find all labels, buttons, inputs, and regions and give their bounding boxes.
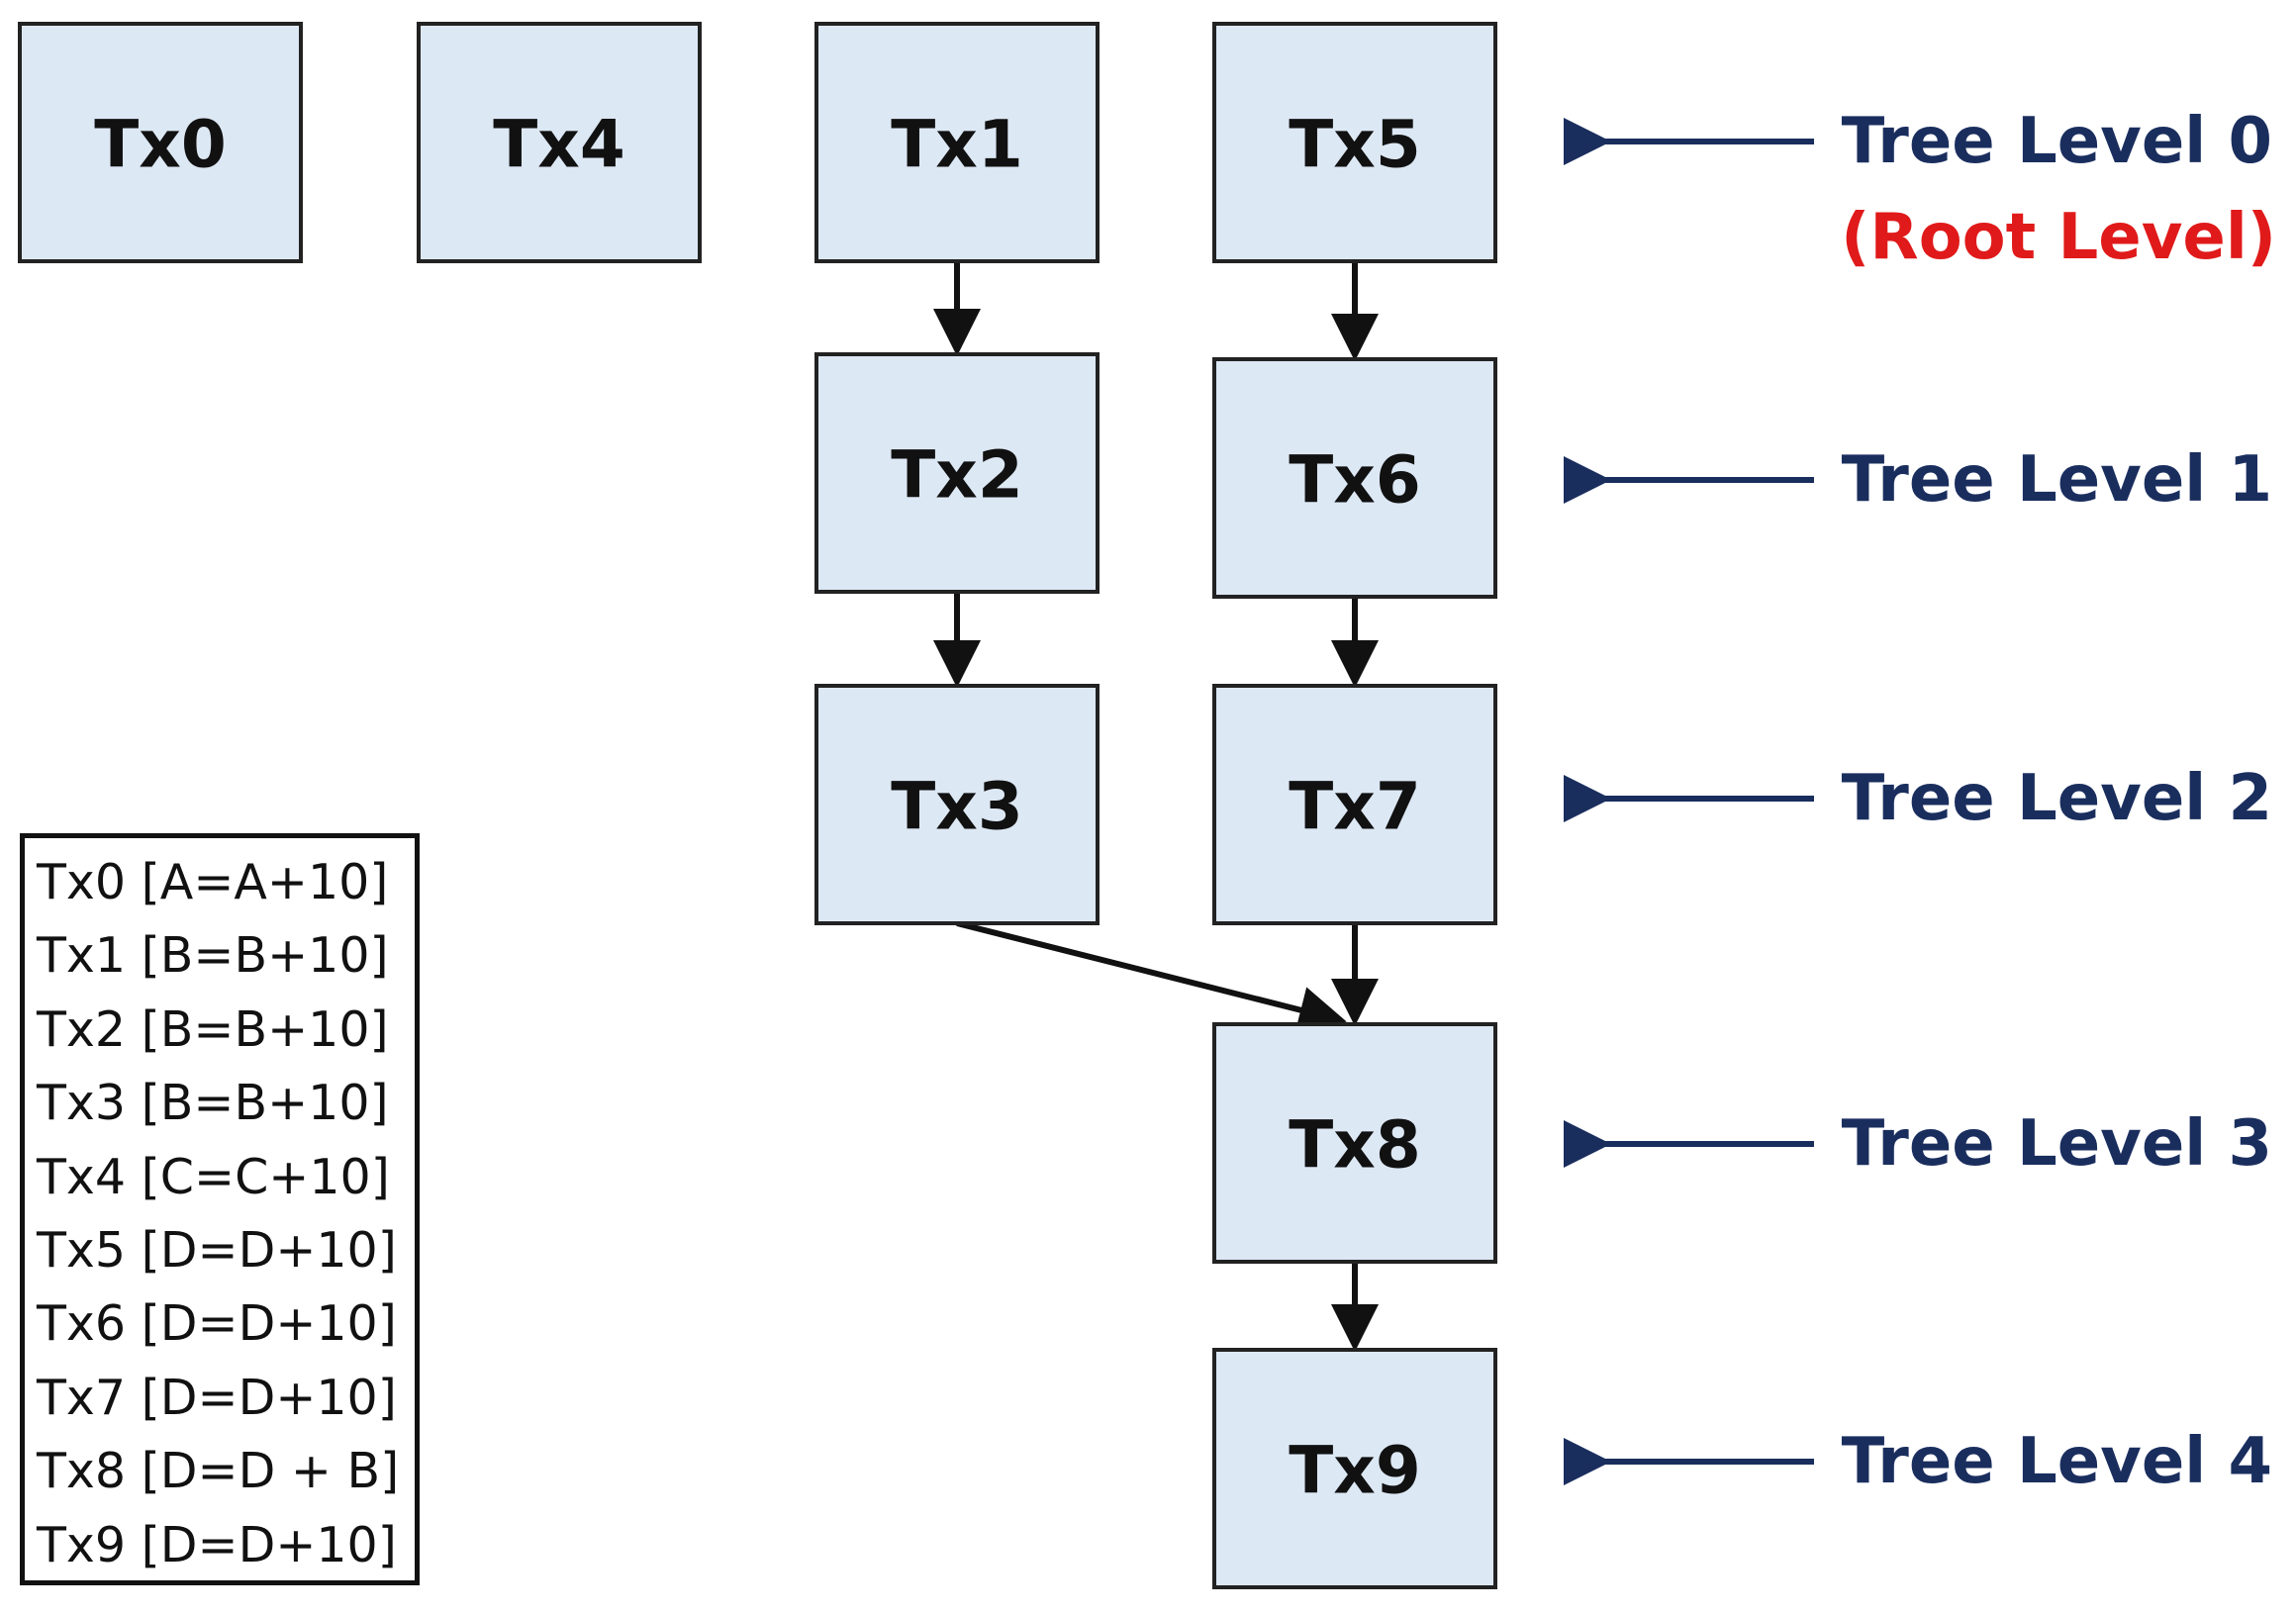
node-tx0: Tx0 — [18, 22, 303, 263]
legend-row: Tx9 [D=D+10] — [37, 1516, 397, 1573]
node-box — [1212, 1022, 1497, 1264]
node-label: Tx1 — [891, 107, 1023, 183]
node-tx2: Tx2 — [814, 352, 1100, 594]
legend-row: Tx1 [B=B+10] — [37, 927, 389, 985]
node-tx3: Tx3 — [814, 684, 1100, 925]
legend-row: Tx4 [C=C+10] — [37, 1148, 390, 1205]
node-box — [417, 22, 702, 263]
node-label: Tx3 — [891, 769, 1023, 845]
node-label: Tx0 — [94, 107, 227, 183]
node-label: Tx2 — [891, 437, 1023, 514]
node-tx4: Tx4 — [417, 22, 702, 263]
node-label: Tx4 — [493, 107, 625, 183]
node-tx1: Tx1 — [814, 22, 1100, 263]
transaction-legend: Tx0 [A=A+10] Tx1 [B=B+10] Tx2 [B=B+10] Tx3 … — [20, 833, 420, 1585]
legend-row: Tx7 [D=D+10] — [37, 1369, 397, 1426]
tree-level-label: Tree Level 4 — [1842, 1425, 2272, 1498]
node-box — [814, 684, 1100, 925]
legend-row: Tx0 [A=A+10] — [37, 854, 389, 910]
tree-level-3: Tree Level 3 — [1564, 1107, 2272, 1181]
node-box — [1212, 22, 1497, 263]
tree-level-label: Tree Level 3 — [1842, 1107, 2272, 1181]
root-level-label: (Root Level) — [1841, 201, 2276, 274]
tree-level-4: Tree Level 4 — [1564, 1425, 2272, 1498]
node-box — [814, 352, 1100, 594]
node-box — [1212, 684, 1497, 925]
node-box — [814, 22, 1100, 263]
node-label: Tx7 — [1289, 769, 1421, 845]
tree-level-label: Tree Level 1 — [1842, 443, 2272, 517]
node-label: Tx9 — [1289, 1433, 1421, 1509]
tree-level-0: Tree Level 0 (Root Level) — [1564, 105, 2276, 274]
node-tx7: Tx7 — [1212, 684, 1497, 925]
legend-row: Tx3 [B=B+10] — [37, 1075, 389, 1132]
tree-level-2: Tree Level 2 — [1564, 762, 2272, 835]
tree-level-label: Tree Level 0 — [1842, 105, 2272, 178]
tree-level-1: Tree Level 1 — [1564, 443, 2272, 517]
node-tx9: Tx9 — [1212, 1348, 1497, 1589]
node-label: Tx6 — [1289, 442, 1421, 519]
legend-row: Tx8 [D=D + B] — [37, 1443, 400, 1500]
node-box — [1212, 1348, 1497, 1589]
node-box — [1212, 357, 1497, 599]
node-tx6: Tx6 — [1212, 357, 1497, 599]
node-tx5: Tx5 — [1212, 22, 1497, 263]
edge-tx3-tx8 — [956, 920, 1347, 1033]
legend-row: Tx6 [D=D+10] — [37, 1295, 397, 1353]
node-label: Tx8 — [1289, 1107, 1421, 1184]
edges-layer — [933, 261, 1379, 1352]
legend-row: Tx5 [D=D+10] — [37, 1221, 397, 1279]
levels-layer: Tree Level 0 (Root Level) Tree Level 1 Tree… — [1564, 105, 2276, 1498]
legend-row: Tx2 [B=B+10] — [37, 1000, 389, 1058]
node-tx8: Tx8 — [1212, 1022, 1497, 1264]
node-label: Tx5 — [1289, 107, 1421, 183]
tree-level-label: Tree Level 2 — [1842, 762, 2272, 835]
node-box — [18, 22, 303, 263]
